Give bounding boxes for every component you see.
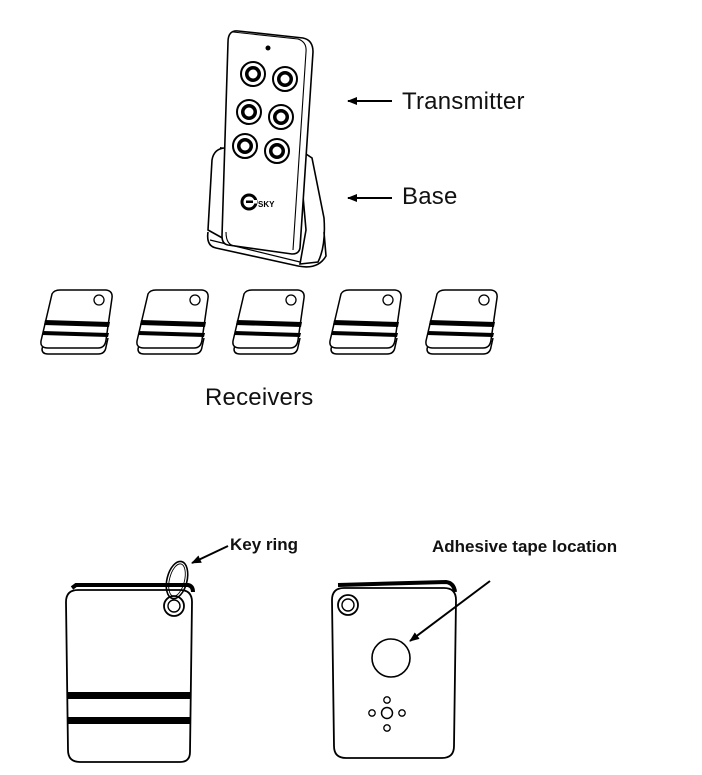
remote-button xyxy=(236,99,262,125)
remote-button xyxy=(240,61,266,87)
key-ring xyxy=(165,560,189,600)
remote-button xyxy=(272,66,298,92)
receivers-row xyxy=(40,289,498,355)
remote-button xyxy=(264,138,290,164)
receiver-back xyxy=(331,579,457,759)
led-indicator xyxy=(265,45,271,51)
receiver xyxy=(425,289,498,355)
key-ring-label: Key ring xyxy=(230,535,299,554)
esky-logo: SKY xyxy=(240,193,275,211)
transmitter-remote: SKY xyxy=(221,30,314,255)
receiver xyxy=(329,289,402,355)
key-ring-arrow xyxy=(191,545,229,564)
remote-buttons xyxy=(232,61,298,164)
adhesive-arrow xyxy=(409,580,491,642)
transmitter-label: Transmitter xyxy=(402,88,525,115)
receivers-label: Receivers xyxy=(205,384,314,411)
receiver xyxy=(136,289,209,355)
svg-text:SKY: SKY xyxy=(258,200,275,209)
base-label: Base xyxy=(402,183,458,210)
remote-button xyxy=(268,104,294,130)
receiver xyxy=(232,289,305,355)
adhesive-tape-label: Adhesive tape location xyxy=(432,537,618,556)
receiver-front xyxy=(65,560,195,763)
remote-button xyxy=(232,133,258,159)
receiver xyxy=(40,289,113,355)
adhesive-location xyxy=(371,638,411,678)
